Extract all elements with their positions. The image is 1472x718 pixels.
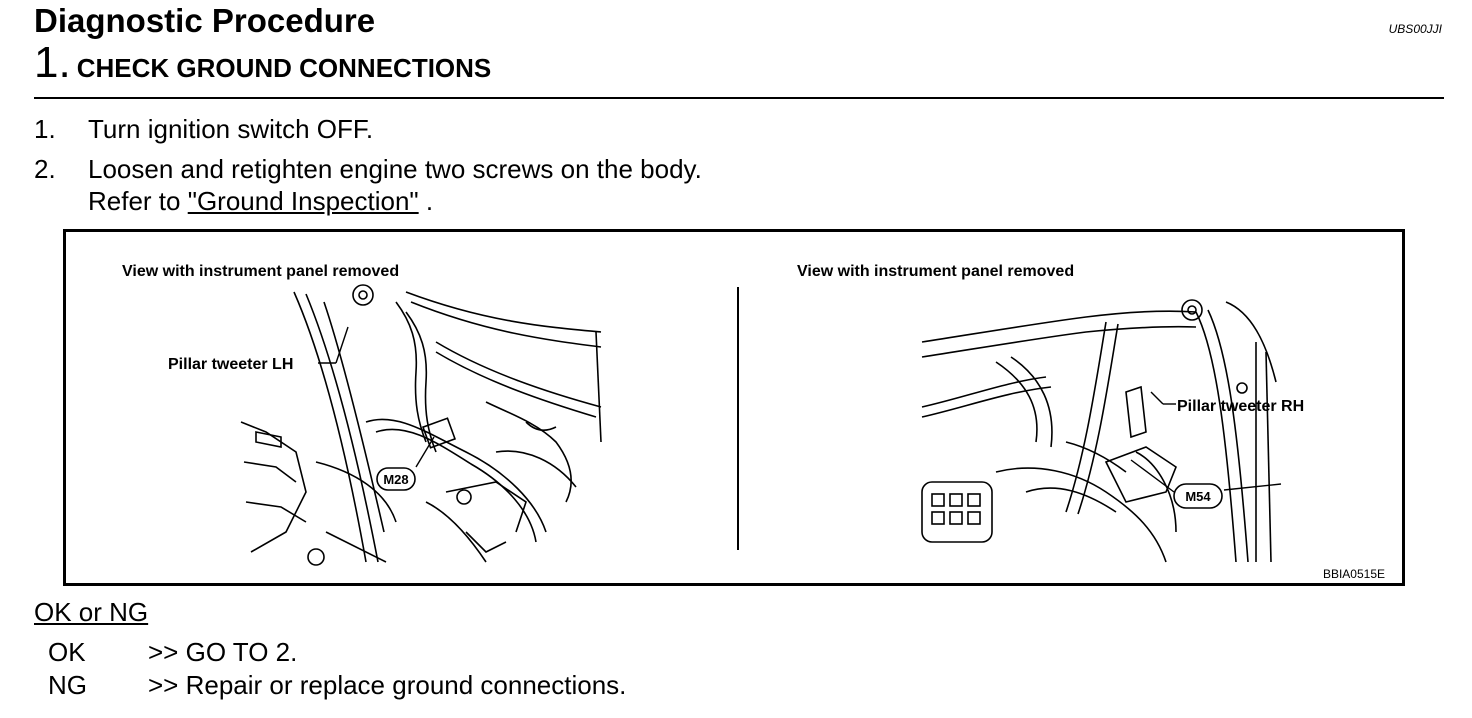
result-action: >> Repair or replace ground connections. [148, 670, 627, 700]
left-view-caption: View with instrument panel removed [122, 263, 399, 280]
right-callout-leader-2 [1150, 391, 1164, 405]
instruction-item-1: 1. Turn ignition switch OFF. [34, 113, 373, 145]
result-row-ng: NG >> Repair or replace ground connectio… [48, 669, 626, 701]
pillar-tweeter-lh-label: Pillar tweeter LH [168, 356, 293, 373]
right-grille-drawing [921, 481, 993, 543]
step-heading: 1. CHECK GROUND CONNECTIONS [34, 38, 491, 88]
document-code: UBS00JJI [1388, 22, 1442, 36]
m28-connector-label: M28 [383, 472, 408, 487]
step-title: CHECK GROUND CONNECTIONS [76, 53, 492, 83]
figure-id: BBIA0515E [1323, 567, 1385, 581]
refer-prefix: Refer to [88, 186, 188, 216]
refer-line: Refer to "Ground Inspection" . [88, 185, 702, 217]
instruction-text: Loosen and retighten engine two screws o… [88, 154, 702, 184]
m54-connector-badge [1173, 483, 1223, 509]
m54-leader-2 [1223, 483, 1282, 491]
left-callout-leader-2 [335, 326, 349, 364]
result-label: OK or NG [34, 597, 149, 627]
figure-illustration: View with instrument panel removed View … [122, 263, 1385, 581]
instruction-number: 2. [34, 154, 56, 184]
right-dashboard-drawing [921, 299, 1277, 563]
m28-leader [415, 436, 435, 468]
pillar-tweeter-rh-label: Pillar tweeter RH [1177, 398, 1304, 415]
result-action[interactable]: >> GO TO 2. [148, 637, 298, 667]
result-key: OK [48, 637, 86, 667]
result-row-ok: OK >> GO TO 2. [48, 636, 297, 668]
step-number: 1. [34, 38, 71, 87]
right-view-caption: View with instrument panel removed [797, 263, 1074, 280]
instruction-number: 1. [34, 114, 56, 144]
m54-connector-label: M54 [1185, 489, 1211, 504]
procedure-title: Diagnostic Procedure [34, 2, 376, 39]
left-dashboard-drawing [240, 284, 602, 566]
ground-inspection-link[interactable]: "Ground Inspection" [187, 186, 419, 216]
instruction-text: Turn ignition switch OFF. [88, 114, 374, 144]
result-key: NG [48, 670, 87, 700]
diagram-figure: View with instrument panel removed View … [63, 229, 1405, 586]
m28-connector-badge [376, 467, 416, 491]
instruction-item-2: 2. Loosen and retighten engine two screw… [34, 153, 702, 217]
heading-divider [34, 97, 1444, 99]
refer-suffix: . [418, 186, 434, 216]
m54-leader [1130, 459, 1175, 493]
